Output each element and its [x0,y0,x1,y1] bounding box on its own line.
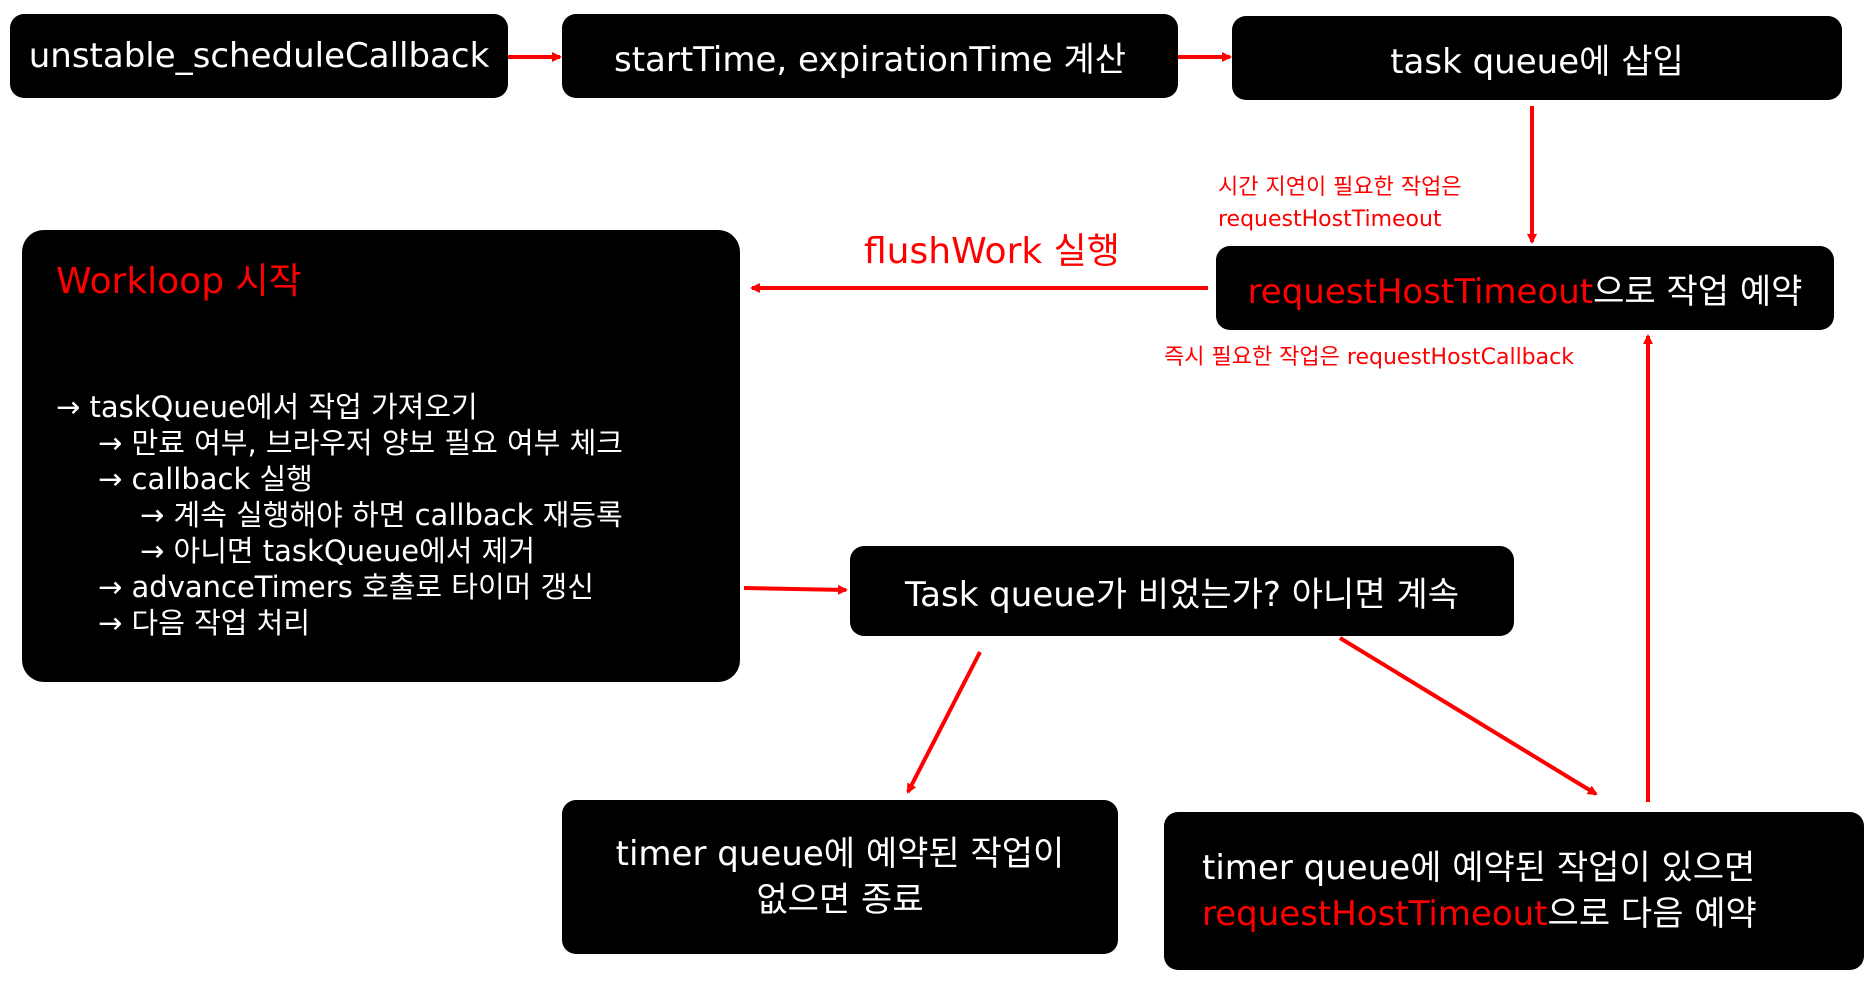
workloop-line: → advanceTimers 호출로 타이머 갱신 [98,570,594,604]
node-reserve-request: requestHostTimeout으로 작업 예약 [1216,246,1834,330]
node-reserve-request-red: requestHostTimeout [1247,271,1594,312]
node-reserve-request-label: requestHostTimeout으로 작업 예약 [1248,264,1803,313]
workloop-line: → callback 실행 [98,462,313,496]
node-compute-times: startTime, expirationTime 계산 [562,14,1178,98]
workloop-line: → 다음 작업 처리 [98,606,311,640]
node-timer-queue-end-line1: timer queue에 예약된 작업이 [615,834,1065,874]
delay-note-line1: 시간 지연이 필요한 작업은 [1218,175,1462,200]
workloop-title: Workloop 시작 [56,261,302,302]
workloop-line: → taskQueue에서 작업 가져오기 [56,390,478,424]
node-insert-task-queue-label: task queue에 삽입 [1390,41,1684,82]
node-timer-queue-end: timer queue에 예약된 작업이 없으면 종료 [562,800,1118,954]
workloop-line: → 만료 여부, 브라우저 양보 필요 여부 체크 [98,426,623,460]
workloop-box: Workloop 시작 → taskQueue에서 작업 가져오기 → 만료 여… [22,230,740,682]
node-timer-queue-next: timer queue에 예약된 작업이 있으면 requestHostTime… [1164,812,1864,970]
immediate-note: 즉시 필요한 작업은 requestHostCallback [1164,345,1574,370]
node-compute-times-label: startTime, expirationTime 계산 [614,39,1126,80]
workloop-line: → 아니면 taskQueue에서 제거 [140,534,536,568]
node-insert-task-queue: task queue에 삽입 [1232,16,1842,100]
node-reserve-request-rest: 으로 작업 예약 [1593,271,1803,312]
node-timer-queue-next-line2: requestHostTimeout으로 다음 예약 [1202,891,1757,937]
node-schedule-callback: unstable_scheduleCallback [10,14,508,98]
delay-note-line2: requestHostTimeout [1218,207,1442,232]
delay-note: 시간 지연이 필요한 작업은 requestHostTimeout [1218,172,1462,236]
node-schedule-callback-label: unstable_scheduleCallback [28,36,490,76]
node-timer-queue-next-red: requestHostTimeout [1202,894,1548,934]
arrow-check-to-end [906,651,982,794]
node-queue-empty-check: Task queue가 비었는가? 아니면 계속 [850,546,1514,636]
workloop-line: → 계속 실행해야 하면 callback 재등록 [140,498,623,532]
node-queue-empty-check-label: Task queue가 비었는가? 아니면 계속 [905,574,1459,615]
flushwork-label: flushWork 실행 [864,231,1120,272]
arrow-check-to-next [1338,636,1598,796]
node-timer-queue-next-line1: timer queue에 예약된 작업이 있으면 [1202,848,1756,888]
node-timer-queue-end-line2: 없으면 종료 [756,880,924,920]
arrow-workloop-to-check [743,584,848,595]
node-timer-queue-next-rest: 으로 다음 예약 [1547,894,1757,934]
